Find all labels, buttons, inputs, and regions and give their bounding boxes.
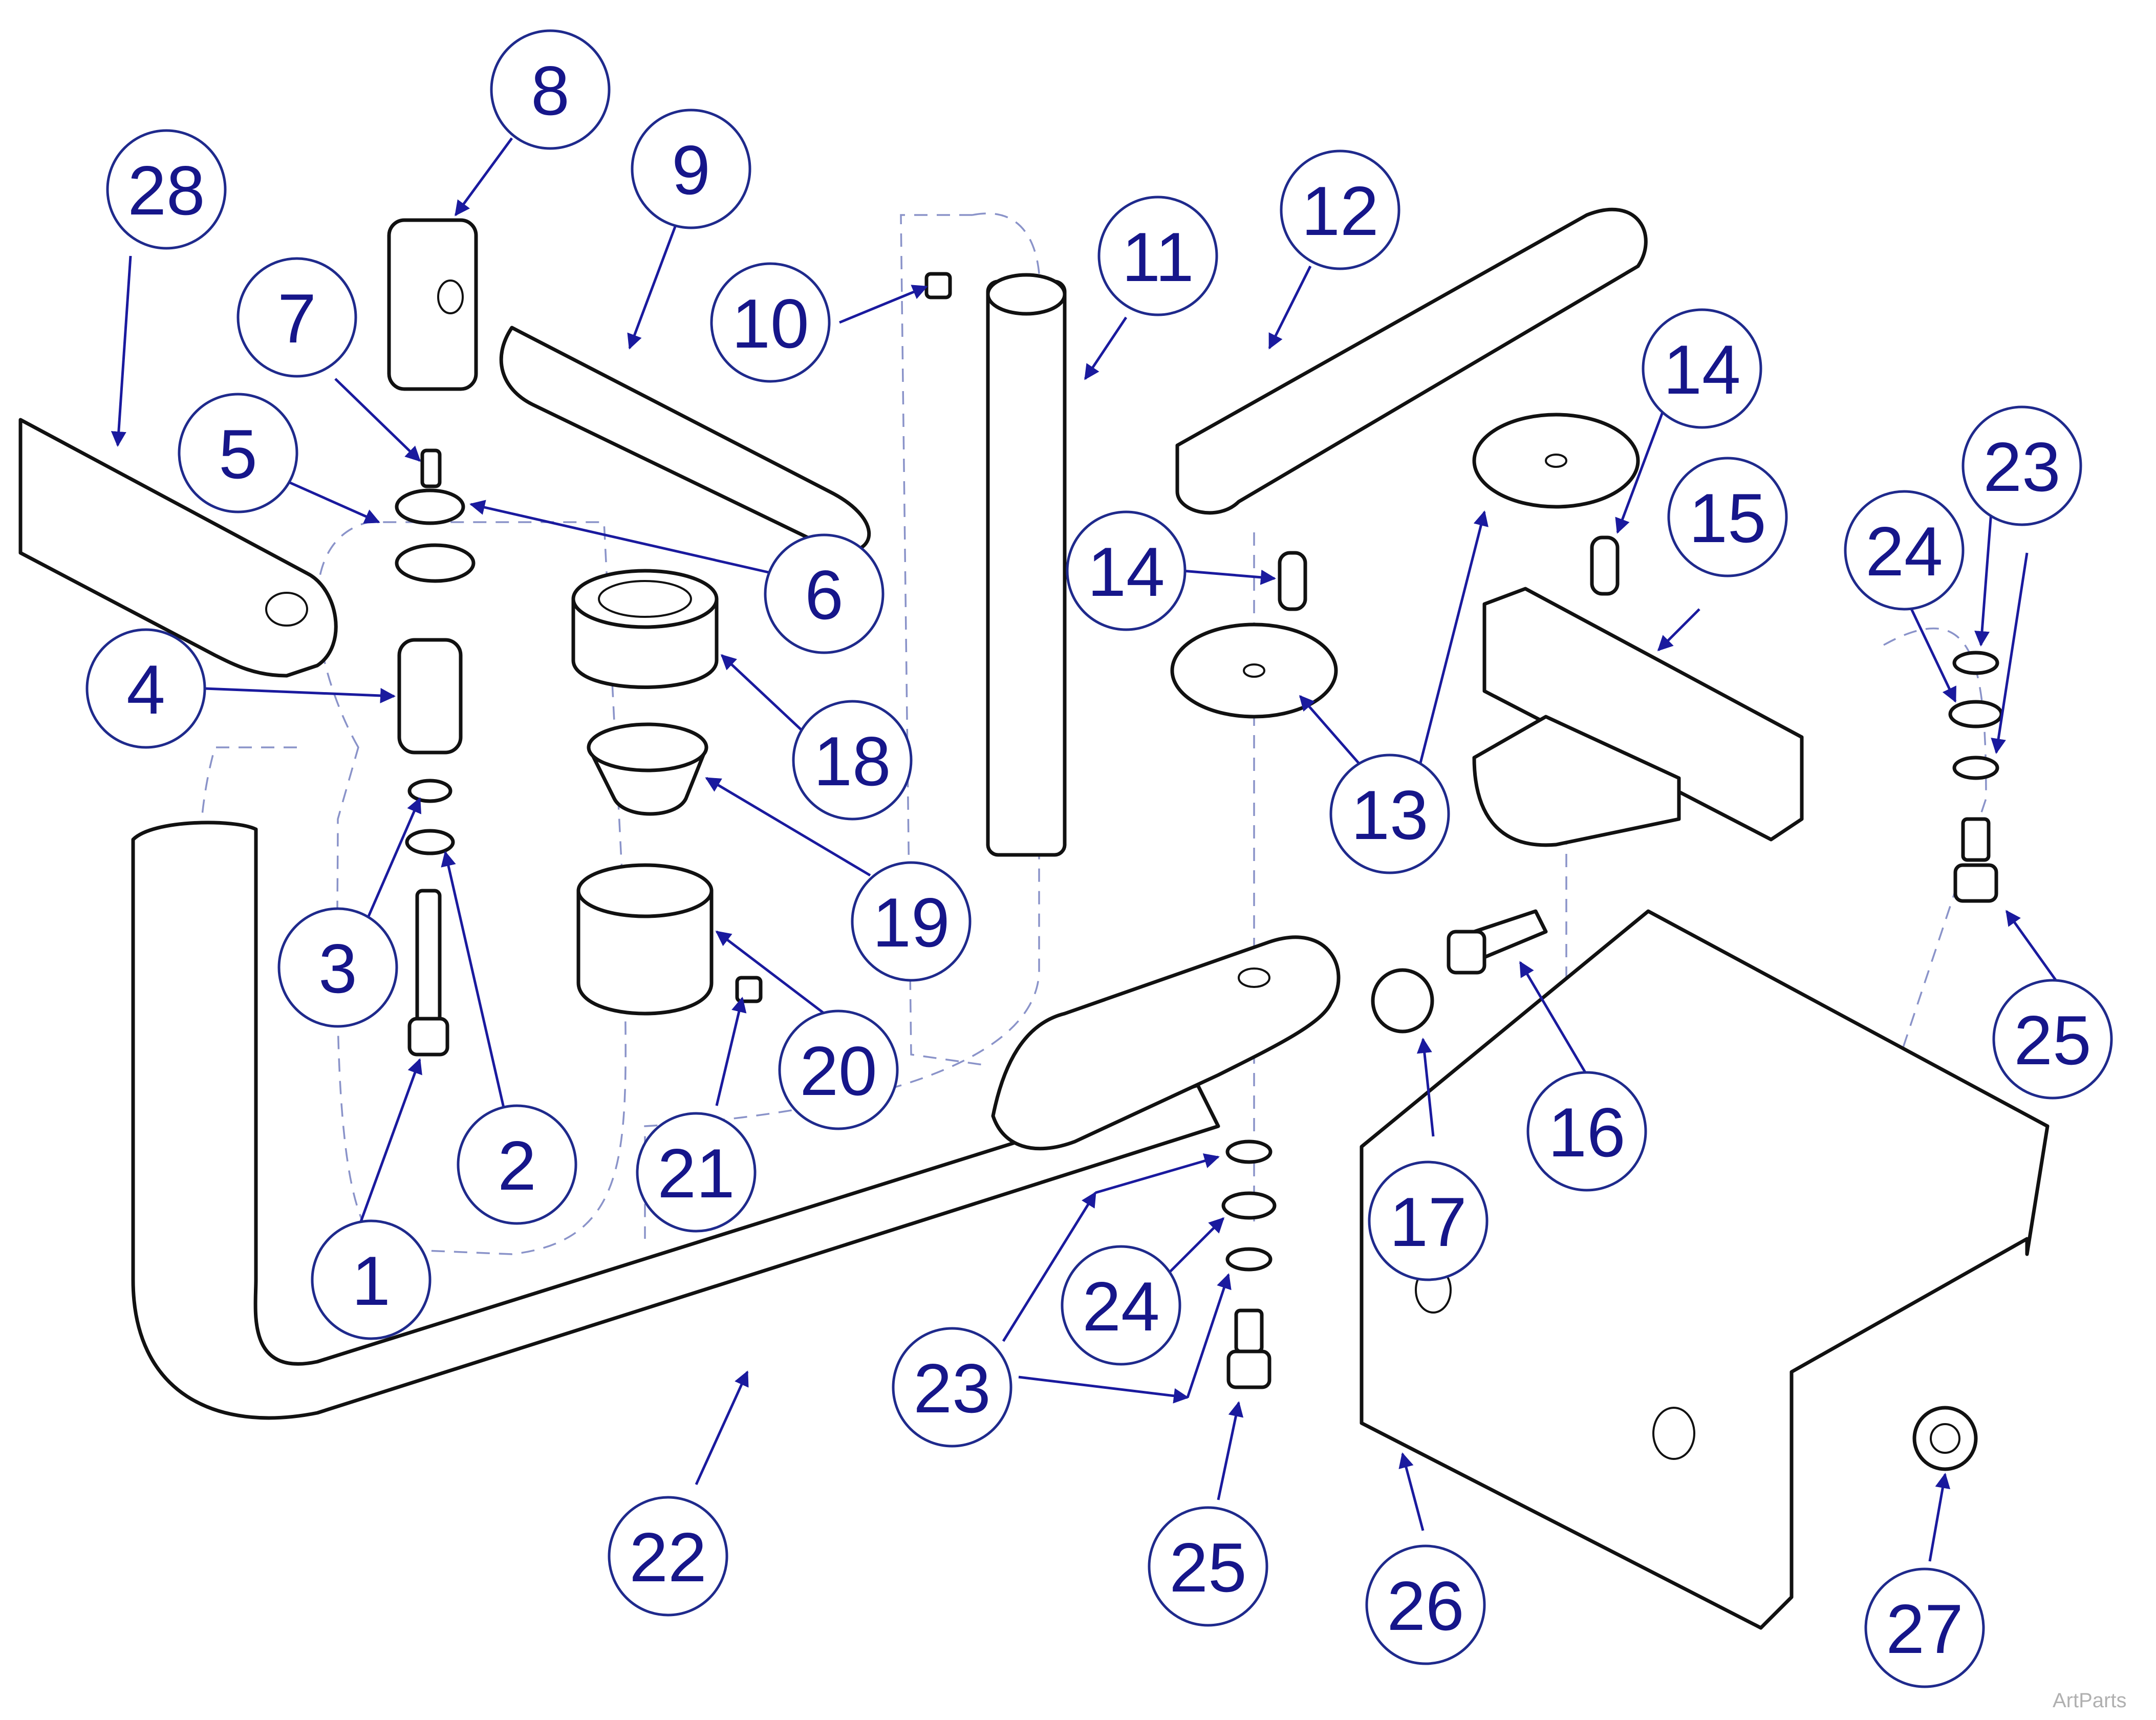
part-arm-pad [1175, 207, 1648, 515]
svg-text:14: 14 [1663, 331, 1740, 408]
callout-12: 12 [1280, 149, 1400, 270]
svg-text:27: 27 [1886, 1590, 1963, 1668]
svg-text:23: 23 [913, 1349, 990, 1427]
svg-text:8: 8 [531, 52, 570, 130]
leader-lines [111, 137, 2059, 1562]
svg-text:22: 22 [629, 1518, 706, 1596]
callout-13: 13 [1329, 754, 1450, 874]
part-pin-left [1278, 551, 1307, 611]
callout-11: 11 [1097, 196, 1218, 316]
svg-text:6: 6 [805, 556, 844, 634]
svg-text:12: 12 [1301, 172, 1378, 250]
callout-4: 4 [85, 628, 206, 749]
svg-text:25: 25 [2014, 1001, 2091, 1079]
watermark-text: ArtParts [2053, 1689, 2126, 1712]
part-washer-upper [395, 488, 465, 525]
part-spacer [397, 638, 463, 755]
part-screw-16 [1447, 909, 1548, 975]
svg-text:19: 19 [872, 884, 950, 961]
svg-text:14: 14 [1087, 533, 1165, 611]
svg-text:21: 21 [657, 1134, 735, 1212]
callout-10: 10 [710, 262, 831, 383]
callout-9: 9 [631, 109, 751, 229]
part-hardware-stack-lower [1221, 1140, 1277, 1389]
callout-15: 15 [1667, 457, 1788, 577]
part-ring-nut [571, 569, 719, 689]
callout-23-lower: 23 [892, 1327, 1012, 1448]
callout-14-left: 14 [1066, 510, 1187, 631]
part-hardware-stack-upper [1948, 651, 2003, 903]
callout-14-right: 14 [1642, 308, 1762, 429]
part-washer-3 [407, 779, 452, 803]
callout-3: 3 [277, 907, 398, 1028]
part-pin-right [1590, 535, 1620, 596]
part-cone-ring [587, 722, 708, 816]
callout-7: 7 [236, 257, 357, 378]
part-plug-17 [1371, 968, 1434, 1034]
callout-17: 17 [1368, 1160, 1489, 1281]
part-cap-screw-1 [407, 889, 449, 1057]
callout-25-upper: 25 [1992, 979, 2113, 1100]
callout-6: 6 [764, 533, 885, 654]
svg-text:16: 16 [1548, 1093, 1625, 1171]
callout-22: 22 [608, 1496, 728, 1617]
svg-text:17: 17 [1389, 1183, 1467, 1261]
part-disc-upper [1472, 413, 1640, 509]
svg-text:15: 15 [1689, 479, 1766, 557]
callout-25-lower: 25 [1148, 1506, 1268, 1627]
callout-24-lower: 24 [1061, 1245, 1181, 1366]
callout-20: 20 [778, 1009, 899, 1130]
part-lock-washer-2 [405, 829, 455, 855]
svg-text:13: 13 [1351, 776, 1428, 854]
part-set-screw-7 [420, 448, 442, 488]
callout-27: 27 [1864, 1567, 1985, 1688]
svg-text:24: 24 [1082, 1267, 1159, 1345]
svg-text:23: 23 [1983, 428, 2060, 506]
callout-18: 18 [792, 700, 913, 821]
svg-text:11: 11 [1122, 218, 1194, 296]
part-grommet [1912, 1406, 1978, 1471]
svg-text:2: 2 [498, 1127, 536, 1205]
svg-text:25: 25 [1169, 1529, 1246, 1606]
svg-text:3: 3 [318, 930, 357, 1007]
callout-24-upper: 24 [1844, 490, 1965, 611]
part-arm-bar [18, 418, 338, 678]
svg-text:5: 5 [219, 415, 257, 493]
callout-21: 21 [636, 1112, 757, 1233]
part-threaded-collar [576, 863, 714, 1016]
callout-23-upper: 23 [1961, 405, 2082, 526]
part-mount-block [1472, 587, 1804, 847]
callout-1: 1 [311, 1219, 432, 1340]
callout-2: 2 [457, 1104, 577, 1225]
svg-text:1: 1 [352, 1242, 391, 1320]
svg-text:28: 28 [127, 152, 205, 229]
part-set-screw-10 [924, 272, 952, 299]
part-bracket-plate [1360, 909, 2050, 1630]
svg-text:9: 9 [672, 131, 710, 209]
svg-text:4: 4 [126, 651, 165, 728]
part-disc-lower [1170, 622, 1338, 719]
callout-16: 16 [1526, 1071, 1647, 1192]
callout-19: 19 [851, 861, 972, 982]
part-set-screw-21 [735, 976, 763, 1003]
callout-5: 5 [178, 393, 298, 513]
callout-8: 8 [490, 29, 611, 150]
part-knob [387, 218, 478, 391]
svg-text:20: 20 [800, 1032, 877, 1110]
svg-text:26: 26 [1387, 1567, 1464, 1645]
svg-text:24: 24 [1865, 512, 1943, 590]
callout-28: 28 [106, 129, 227, 250]
part-tube [986, 273, 1067, 857]
svg-text:10: 10 [731, 285, 809, 362]
svg-text:18: 18 [813, 722, 891, 800]
svg-text:7: 7 [277, 280, 316, 357]
part-u-tube [131, 821, 1341, 1420]
part-washer-lower [395, 543, 476, 583]
callout-26: 26 [1365, 1544, 1486, 1665]
